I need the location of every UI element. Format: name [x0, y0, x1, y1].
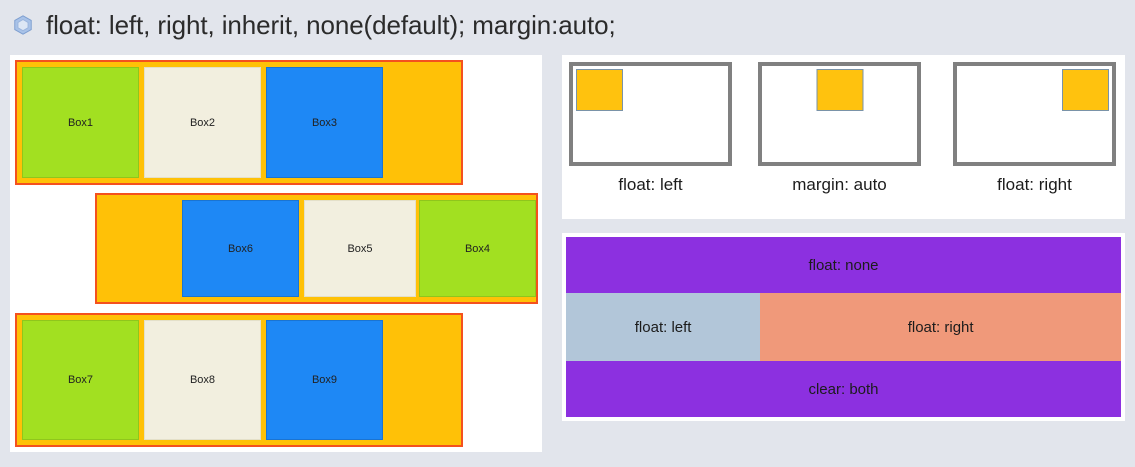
- float-left-row-2-container: Box7 Box8 Box9: [15, 313, 463, 447]
- box-3-label: Box3: [311, 116, 338, 129]
- demo-margin-auto: margin: auto: [758, 62, 921, 195]
- box-4-label: Box4: [464, 242, 491, 255]
- page-title-bar: float: left, right, inherit, none(defaul…: [0, 0, 1135, 50]
- demo-label-float-right: float: right: [997, 175, 1072, 194]
- demo-float-left: float: left: [569, 62, 732, 195]
- demo-frame-float-right: [953, 62, 1116, 166]
- box-6-label: Box6: [227, 242, 254, 255]
- float-alignment-demo-panel: float: left margin: auto float: right: [562, 55, 1125, 219]
- box-9: Box9: [266, 320, 383, 440]
- band-float-pair: float: left float: right: [566, 293, 1121, 361]
- demo-float-right: float: right: [953, 62, 1116, 195]
- box-7-label: Box7: [67, 374, 94, 386]
- box-1-label: Box1: [67, 116, 94, 129]
- box-4: Box4: [419, 200, 536, 297]
- float-left-row-container: Box1 Box2 Box3: [15, 60, 463, 185]
- band-float-left: float: left: [566, 293, 761, 361]
- hexagon-bullet-icon: [14, 15, 32, 35]
- float-right-row-container: Box6 Box5 Box4: [95, 193, 538, 304]
- band-float-right: float: right: [760, 293, 1121, 361]
- box-6: Box6: [182, 200, 299, 297]
- box-3: Box3: [266, 67, 383, 178]
- box-8: Box8: [144, 320, 261, 440]
- demo-frame-margin-auto: [758, 62, 921, 166]
- box-1: Box1: [22, 67, 139, 178]
- float-clear-demo-panel: float: none float: left float: right cle…: [562, 233, 1125, 421]
- box-9-label: Box9: [311, 374, 338, 386]
- demo-label-margin-auto: margin: auto: [792, 175, 887, 194]
- demo-square-right: [1062, 69, 1109, 111]
- demo-frame-float-left: [569, 62, 732, 166]
- box-8-label: Box8: [189, 374, 216, 386]
- box-2: Box2: [144, 67, 261, 178]
- box-5: Box5: [304, 200, 416, 297]
- float-demo-left-panel: Box1 Box2 Box3 Box6 Box5 Box4 Box7 Box8 …: [10, 55, 542, 452]
- demo-label-float-left: float: left: [618, 175, 683, 194]
- demo-square-left: [576, 69, 623, 111]
- box-5-label: Box5: [347, 242, 373, 255]
- band-float-none: float: none: [566, 237, 1121, 293]
- band-clear-both: clear: both: [566, 361, 1121, 417]
- box-2-label: Box2: [189, 116, 216, 129]
- box-7: Box7: [22, 320, 139, 440]
- demo-square-center: [816, 69, 863, 111]
- page-title: float: left, right, inherit, none(defaul…: [46, 9, 616, 40]
